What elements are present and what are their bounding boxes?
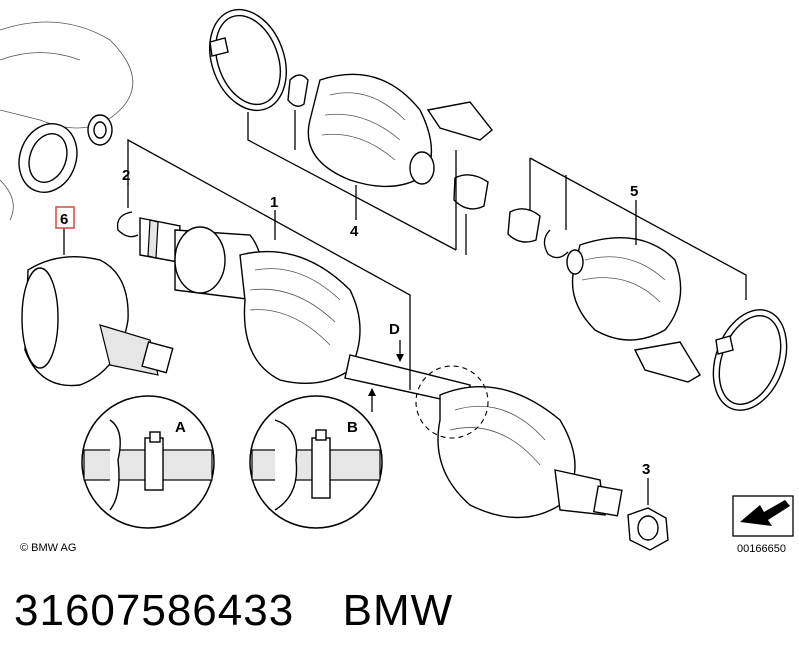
part-6-outer-joint (21, 228, 174, 387)
part-number: 31607586433 (14, 586, 295, 635)
callout-2: 2 (122, 167, 130, 184)
part-3-nut (627, 478, 669, 551)
detail-b-circle (249, 395, 383, 529)
callout-6: 6 (60, 211, 68, 228)
diagram-number: 00166650 (737, 543, 786, 555)
part-1-drive-shaft (127, 138, 623, 519)
part-4-boot-kit (209, 8, 493, 255)
detail-a-circle (81, 395, 215, 529)
orientation-arrow-box (732, 495, 794, 537)
callout-a: A (175, 419, 186, 436)
brand-name: BMW (342, 586, 454, 635)
callout-4: 4 (350, 223, 359, 240)
callout-6-highlight: 6 (55, 206, 75, 229)
part-5-boot-kit (507, 157, 788, 411)
copyright-text: © BMW AG (20, 542, 76, 554)
callout-5: 5 (630, 183, 638, 200)
callout-d: D (389, 321, 400, 338)
part-2-circlip (116, 183, 139, 238)
callout-3: 3 (642, 461, 650, 478)
wheel-hub-fragment (0, 21, 134, 221)
driveshaft-exploded-diagram: 2 1 4 5 3 D A B 6 © BMW AG 00166650 (0, 8, 794, 555)
callout-b: B (347, 419, 358, 436)
callout-1: 1 (270, 194, 278, 211)
part-number-row: 31607586433 BMW (14, 586, 453, 646)
